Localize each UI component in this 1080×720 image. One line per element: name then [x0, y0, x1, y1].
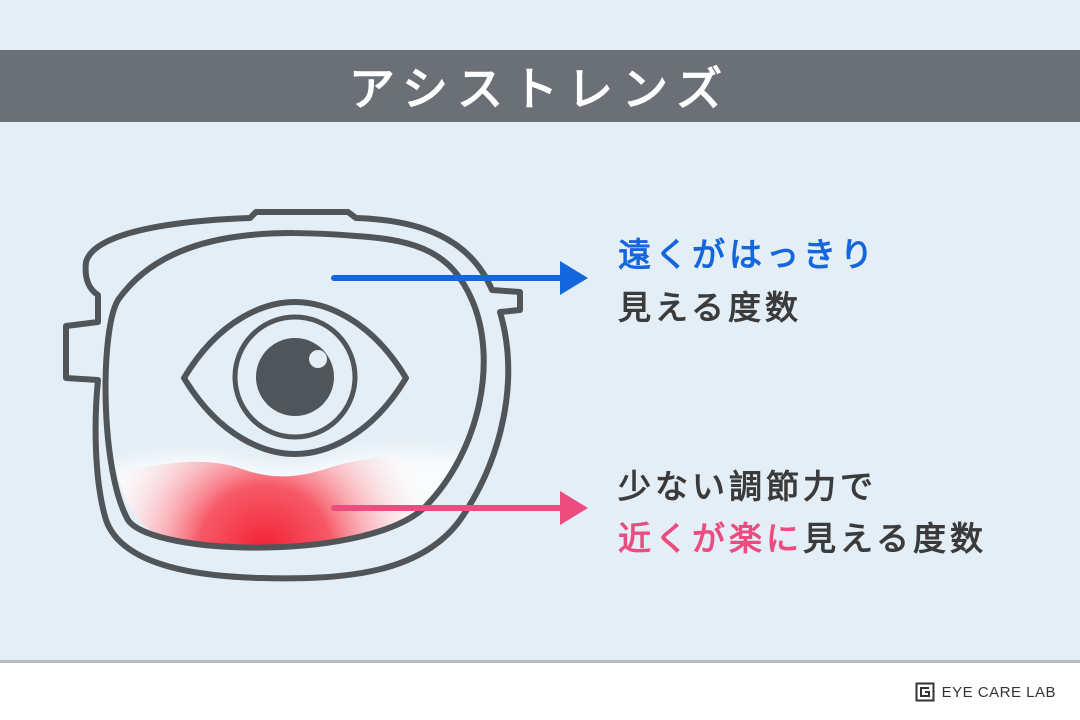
brand-name: EYE CARE LAB: [941, 683, 1056, 701]
eye-icon: [181, 299, 409, 457]
eye-care-lab-logo-icon: [915, 682, 935, 702]
title-bar: アシストレンズ: [0, 50, 1080, 122]
distance-label-highlight: 遠くがはっきり: [618, 235, 877, 274]
near-vision-arrow: [331, 491, 588, 525]
near-vision-zone: [109, 450, 480, 549]
lens-frame-outer: [63, 209, 523, 582]
panel-bottom-divider: [0, 660, 1080, 663]
page-title: アシストレンズ: [348, 62, 732, 116]
lens-frame-inner: [102, 230, 487, 551]
near-label-line1: 少ない調節力で: [618, 467, 877, 506]
near-label-highlight: 近くが楽に: [618, 519, 803, 558]
near-label-line2: 近くが楽に見える度数: [618, 522, 987, 555]
distance-label-rest: 見える度数: [618, 288, 803, 327]
near-label-rest: 見える度数: [803, 519, 988, 558]
brand: EYE CARE LAB: [915, 681, 1056, 703]
distance-vision-arrow: [331, 261, 588, 295]
